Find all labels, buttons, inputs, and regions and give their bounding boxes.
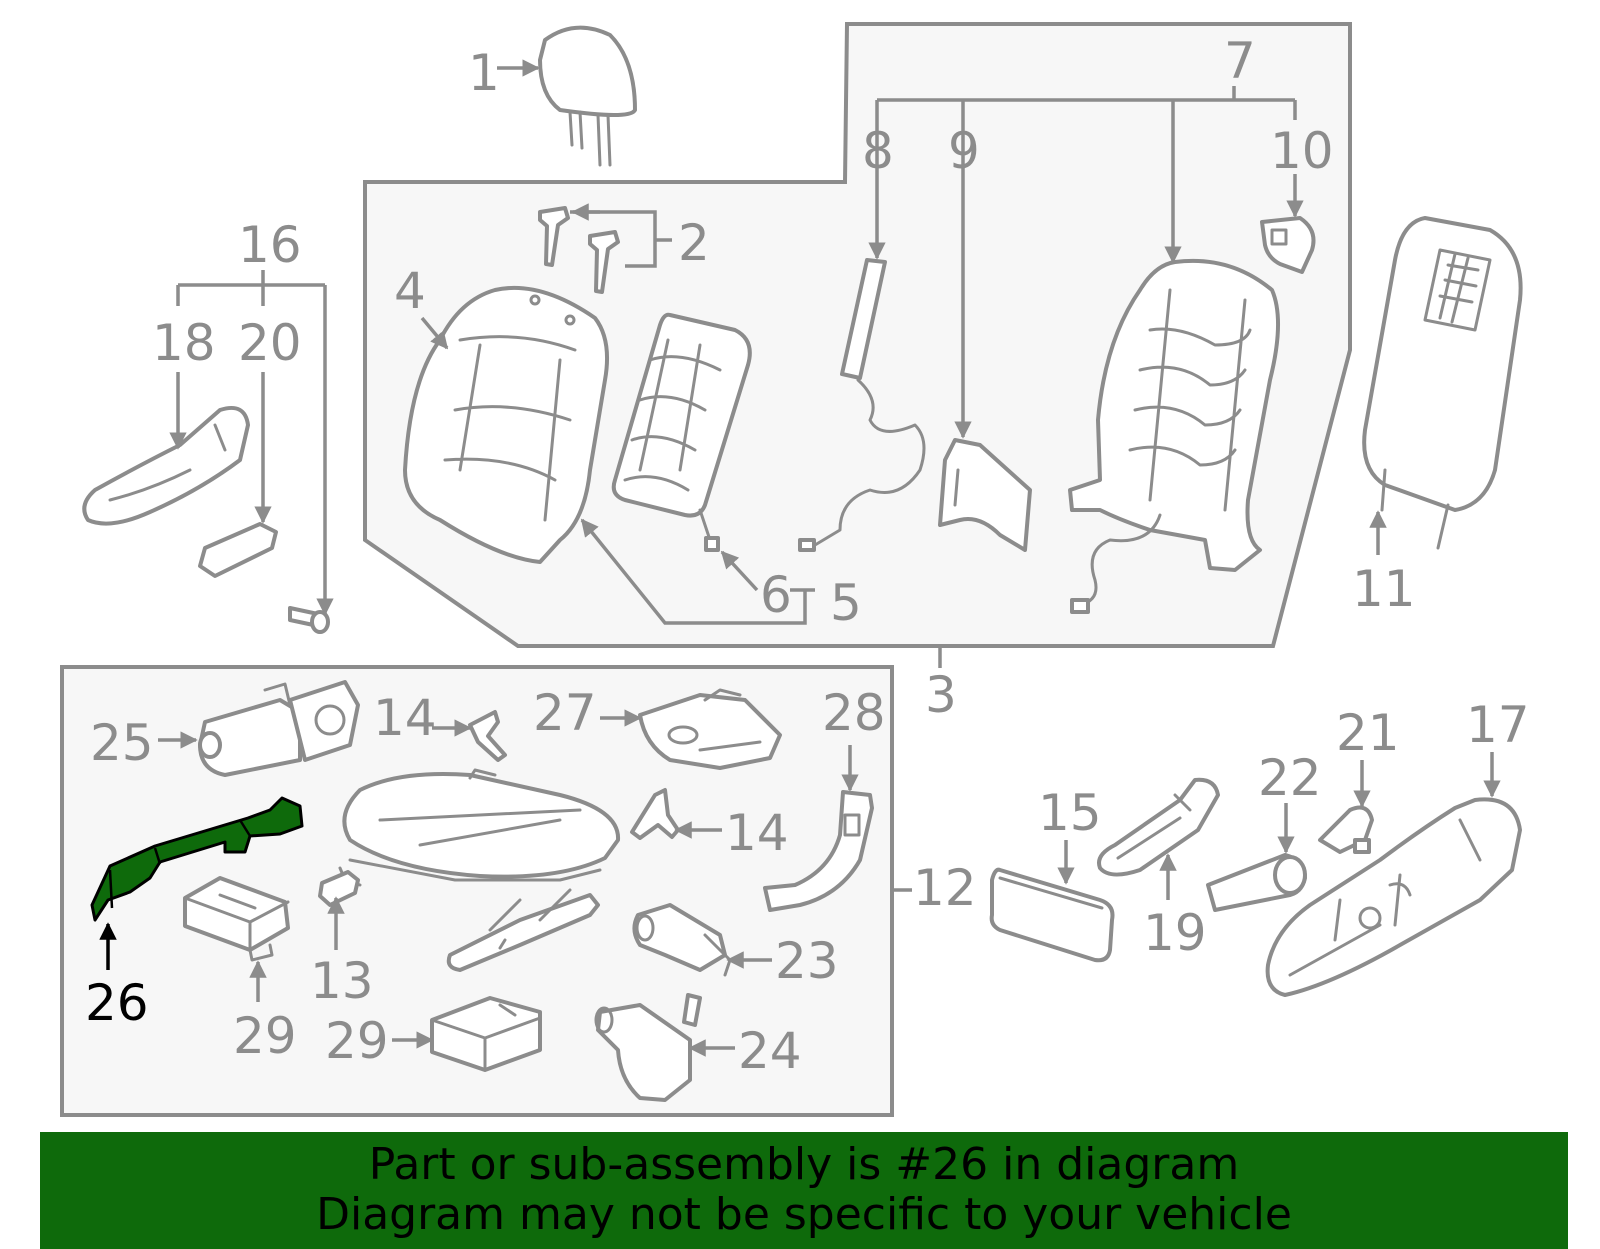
label-17: 17 [1466,696,1530,754]
label-20: 20 [238,314,302,372]
label-29a: 29 [233,1007,297,1065]
label-11: 11 [1352,560,1416,618]
part-14-bracket-lower[interactable] [630,788,680,840]
banner-line-1: Part or sub-assembly is #26 in diagram [368,1139,1240,1190]
label-25: 25 [90,714,154,772]
part-16-screw[interactable] [288,606,330,634]
label-24: 24 [738,1022,802,1080]
label-5: 5 [830,574,862,632]
label-13: 13 [310,952,374,1010]
label-15: 15 [1038,784,1102,842]
label-8: 8 [862,122,894,180]
part-26-side-cover[interactable] [90,796,304,922]
part-15-cover[interactable] [989,867,1115,963]
label-14b: 14 [725,804,789,862]
part-24-motor[interactable] [594,993,702,1102]
part-19-handle[interactable] [1097,777,1220,877]
label-21: 21 [1336,704,1400,762]
part-5-back-pad[interactable] [611,312,752,518]
label-14a: 14 [373,689,437,747]
label-27: 27 [533,684,597,742]
label-18: 18 [152,314,216,372]
banner-line-2: Diagram may not be specific to your vehi… [316,1189,1292,1240]
part-21-knob[interactable] [1318,805,1374,854]
part-10-clip[interactable] [1260,216,1316,274]
label-7: 7 [1224,32,1256,90]
label-23: 23 [775,932,839,990]
label-9: 9 [948,122,980,180]
part-17-side-shield[interactable] [1265,797,1522,997]
part-12-cushion[interactable] [338,768,621,972]
label-2: 2 [678,214,710,272]
part-8-side-airbag[interactable] [798,258,926,552]
label-10: 10 [1270,122,1334,180]
label-16: 16 [238,216,302,274]
part-22-knob[interactable] [1206,853,1307,912]
info-banner: Part or sub-assembly is #26 in diagram D… [40,1132,1568,1249]
label-28: 28 [822,684,886,742]
label-3: 3 [925,666,957,724]
label-19: 19 [1143,904,1207,962]
label-4: 4 [394,262,426,320]
part-28-belt-guide[interactable] [763,790,874,912]
part-29-module-lower[interactable] [430,996,542,1072]
part-7-back-frame[interactable] [1068,258,1280,614]
part-14-bracket-upper[interactable] [468,710,507,762]
part-20-switch[interactable] [198,522,278,578]
part-1-headrest[interactable] [538,25,637,167]
label-12: 12 [913,859,977,917]
part-2-headrest-guides[interactable] [538,206,620,294]
label-29b: 29 [325,1012,389,1070]
part-9-panel[interactable] [938,438,1032,552]
part-26-highlight[interactable] [90,796,304,922]
part-11-back-board[interactable] [1362,216,1523,550]
label-26: 26 [85,974,149,1032]
part-29-module-upper[interactable] [183,876,290,962]
part-6-connector[interactable] [698,508,720,552]
part-18-shield[interactable] [82,405,250,526]
label-6: 6 [760,566,792,624]
part-27-module[interactable] [638,688,782,770]
label-1: 1 [468,44,500,102]
part-25-motor[interactable] [198,680,360,777]
label-22: 22 [1258,749,1322,807]
part-4-back-cover[interactable] [403,285,609,564]
